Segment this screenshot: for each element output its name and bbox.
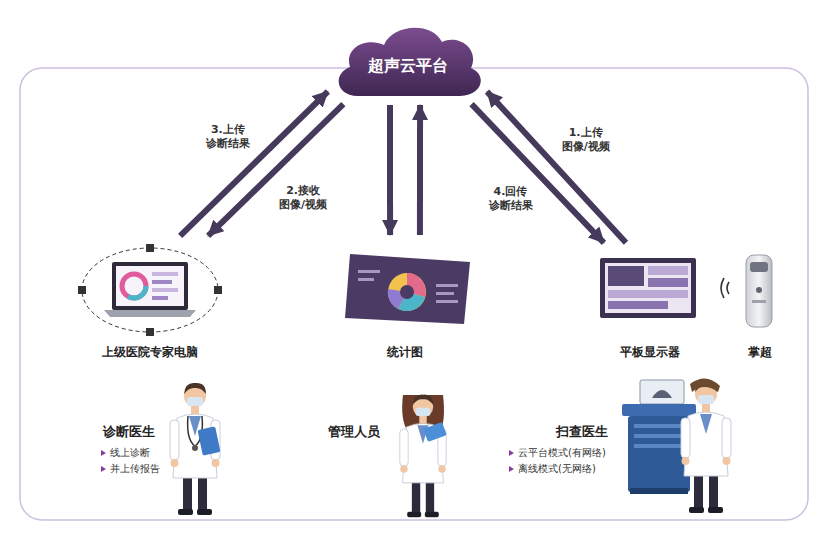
device-label: 统计图 bbox=[387, 345, 423, 362]
frame bbox=[20, 68, 808, 520]
flow-arrow bbox=[387, 105, 393, 235]
flow-arrow bbox=[417, 105, 423, 235]
statistics-panel bbox=[345, 254, 470, 324]
flow-arrow bbox=[180, 91, 328, 235]
role-title: 扫查医生 bbox=[556, 424, 608, 439]
bullet-chevron bbox=[509, 450, 514, 456]
device-label: 平板显示器 bbox=[620, 345, 680, 362]
palm-ultrasound bbox=[746, 255, 772, 327]
device-node: 上级医院专家电脑 bbox=[80, 238, 220, 362]
platform-title: 超声云平台 bbox=[368, 44, 448, 75]
bullet-chevron bbox=[101, 450, 106, 456]
role-title: 诊断医生 bbox=[103, 424, 155, 439]
manager bbox=[400, 395, 447, 518]
step-label: 3.上传 诊断结果 bbox=[203, 122, 253, 153]
expert-laptop bbox=[78, 244, 222, 336]
device-node: 掌超 bbox=[735, 245, 785, 362]
step-label: 1.上传 图像/视频 bbox=[558, 125, 613, 156]
device-label: 掌超 bbox=[748, 345, 772, 362]
scanning-doctor bbox=[681, 378, 731, 513]
role-duty: 线上诊断 bbox=[110, 447, 150, 459]
wireless-symbol bbox=[721, 278, 729, 298]
diagnosing-doctor bbox=[170, 383, 221, 515]
cloud-platform: 超声云平台 bbox=[330, 18, 485, 102]
device-node: 平板显示器 bbox=[595, 245, 705, 362]
role-duty: 并上传报告 bbox=[110, 463, 160, 475]
role-duty: 离线模式(无网络) bbox=[518, 463, 596, 475]
role-title: 管理人员 bbox=[328, 424, 380, 439]
bullet-chevron bbox=[509, 466, 514, 472]
device-label: 上级医院专家电脑 bbox=[102, 345, 198, 362]
step-label: 2.接收 图像/视频 bbox=[276, 183, 331, 214]
role-duty: 云平台模式(有网络) bbox=[518, 447, 606, 459]
bullet-chevron bbox=[101, 466, 106, 472]
step-label: 4.回传 诊断结果 bbox=[486, 184, 536, 215]
tablet-monitor bbox=[600, 258, 696, 318]
device-node: 统计图 bbox=[340, 238, 470, 362]
flow-arrow bbox=[487, 92, 626, 243]
